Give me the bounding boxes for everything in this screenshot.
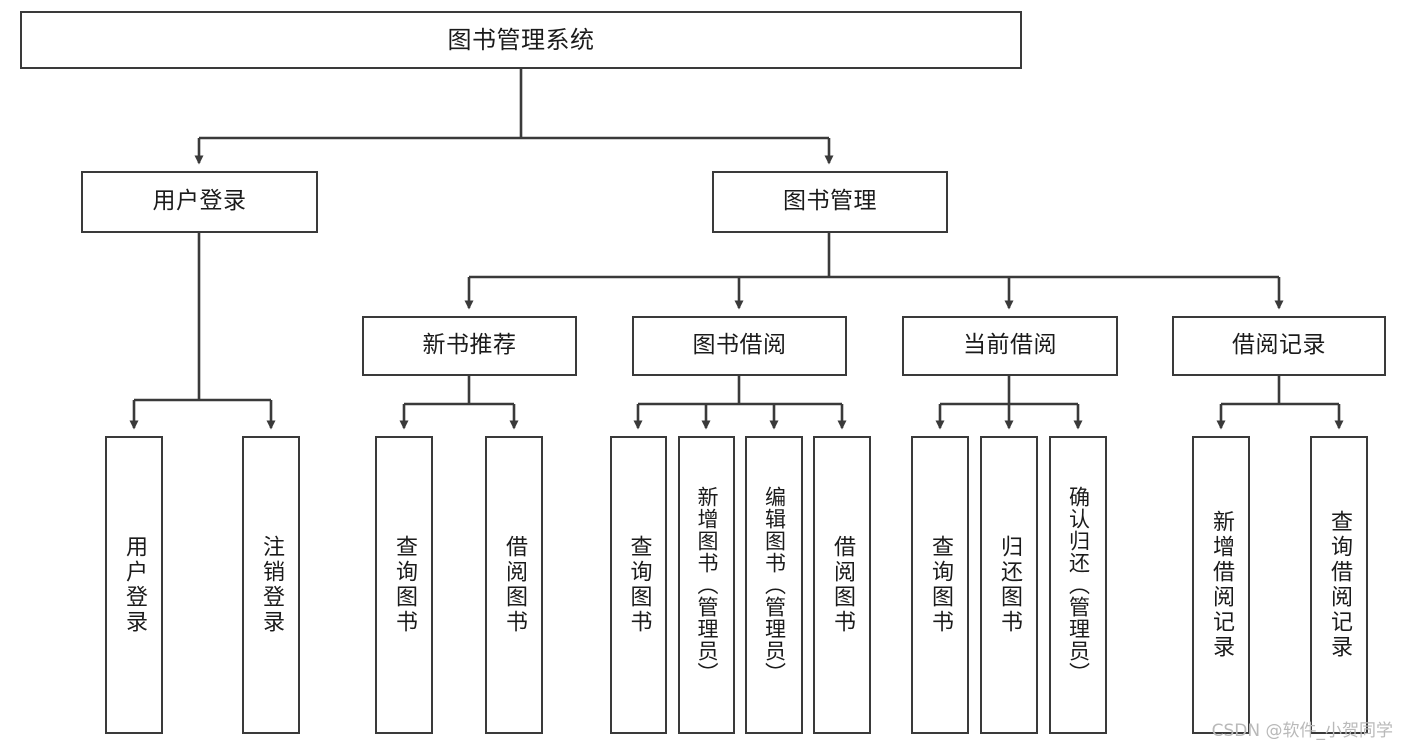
leaf-query-borrow-record[interactable]: 查询借阅记录: [1310, 436, 1368, 734]
node-current-borrow[interactable]: 当前借阅: [902, 316, 1118, 376]
node-label: 借阅图书: [830, 535, 855, 635]
node-label: 图书管理: [783, 188, 877, 215]
node-label: 查询图书: [392, 535, 417, 635]
leaf-return-book[interactable]: 归还图书: [980, 436, 1038, 734]
node-new-book-recommend[interactable]: 新书推荐: [362, 316, 577, 376]
node-label: 图书管理系统: [447, 25, 595, 54]
leaf-borrow-book-recommend[interactable]: 借阅图书: [485, 436, 543, 734]
leaf-add-book-admin[interactable]: 新增图书（管理员）: [678, 436, 735, 734]
node-book-manage[interactable]: 图书管理: [712, 171, 948, 233]
node-user-login[interactable]: 用户登录: [81, 171, 318, 233]
leaf-edit-book-admin[interactable]: 编辑图书（管理员）: [745, 436, 803, 734]
node-label: 查询借阅记录: [1327, 510, 1352, 660]
node-label: 图书借阅: [692, 332, 787, 359]
leaf-query-book-recommend[interactable]: 查询图书: [375, 436, 433, 734]
watermark: CSDN @软件_小贺同学: [1211, 721, 1393, 741]
leaf-confirm-return-admin[interactable]: 确认归还（管理员）: [1049, 436, 1107, 734]
leaf-query-book-borrow[interactable]: 查询图书: [610, 436, 667, 734]
leaf-logout-login[interactable]: 注销登录: [242, 436, 300, 734]
node-label: 编辑图书（管理员）: [762, 486, 787, 684]
leaf-borrow-book[interactable]: 借阅图书: [813, 436, 871, 734]
node-label: 新增图书（管理员）: [695, 486, 719, 684]
node-label: 确认归还（管理员）: [1066, 486, 1091, 684]
node-label: 查询图书: [928, 535, 953, 635]
node-label: 用户登录: [122, 535, 147, 635]
node-label: 归还图书: [997, 535, 1022, 635]
node-borrow-record[interactable]: 借阅记录: [1172, 316, 1386, 376]
leaf-user-login[interactable]: 用户登录: [105, 436, 163, 734]
node-label: 注销登录: [259, 535, 284, 635]
node-root-system[interactable]: 图书管理系统: [20, 11, 1022, 69]
leaf-query-book-current[interactable]: 查询图书: [911, 436, 969, 734]
node-label: 用户登录: [152, 188, 247, 215]
node-label: 借阅记录: [1232, 332, 1326, 359]
node-label: 当前借阅: [963, 332, 1057, 359]
node-label: 新书推荐: [422, 332, 517, 359]
node-label: 查询图书: [626, 535, 652, 635]
node-book-borrow[interactable]: 图书借阅: [632, 316, 847, 376]
node-label: 新增借阅记录: [1209, 510, 1234, 660]
node-label: 借阅图书: [502, 535, 527, 635]
leaf-add-borrow-record[interactable]: 新增借阅记录: [1192, 436, 1250, 734]
